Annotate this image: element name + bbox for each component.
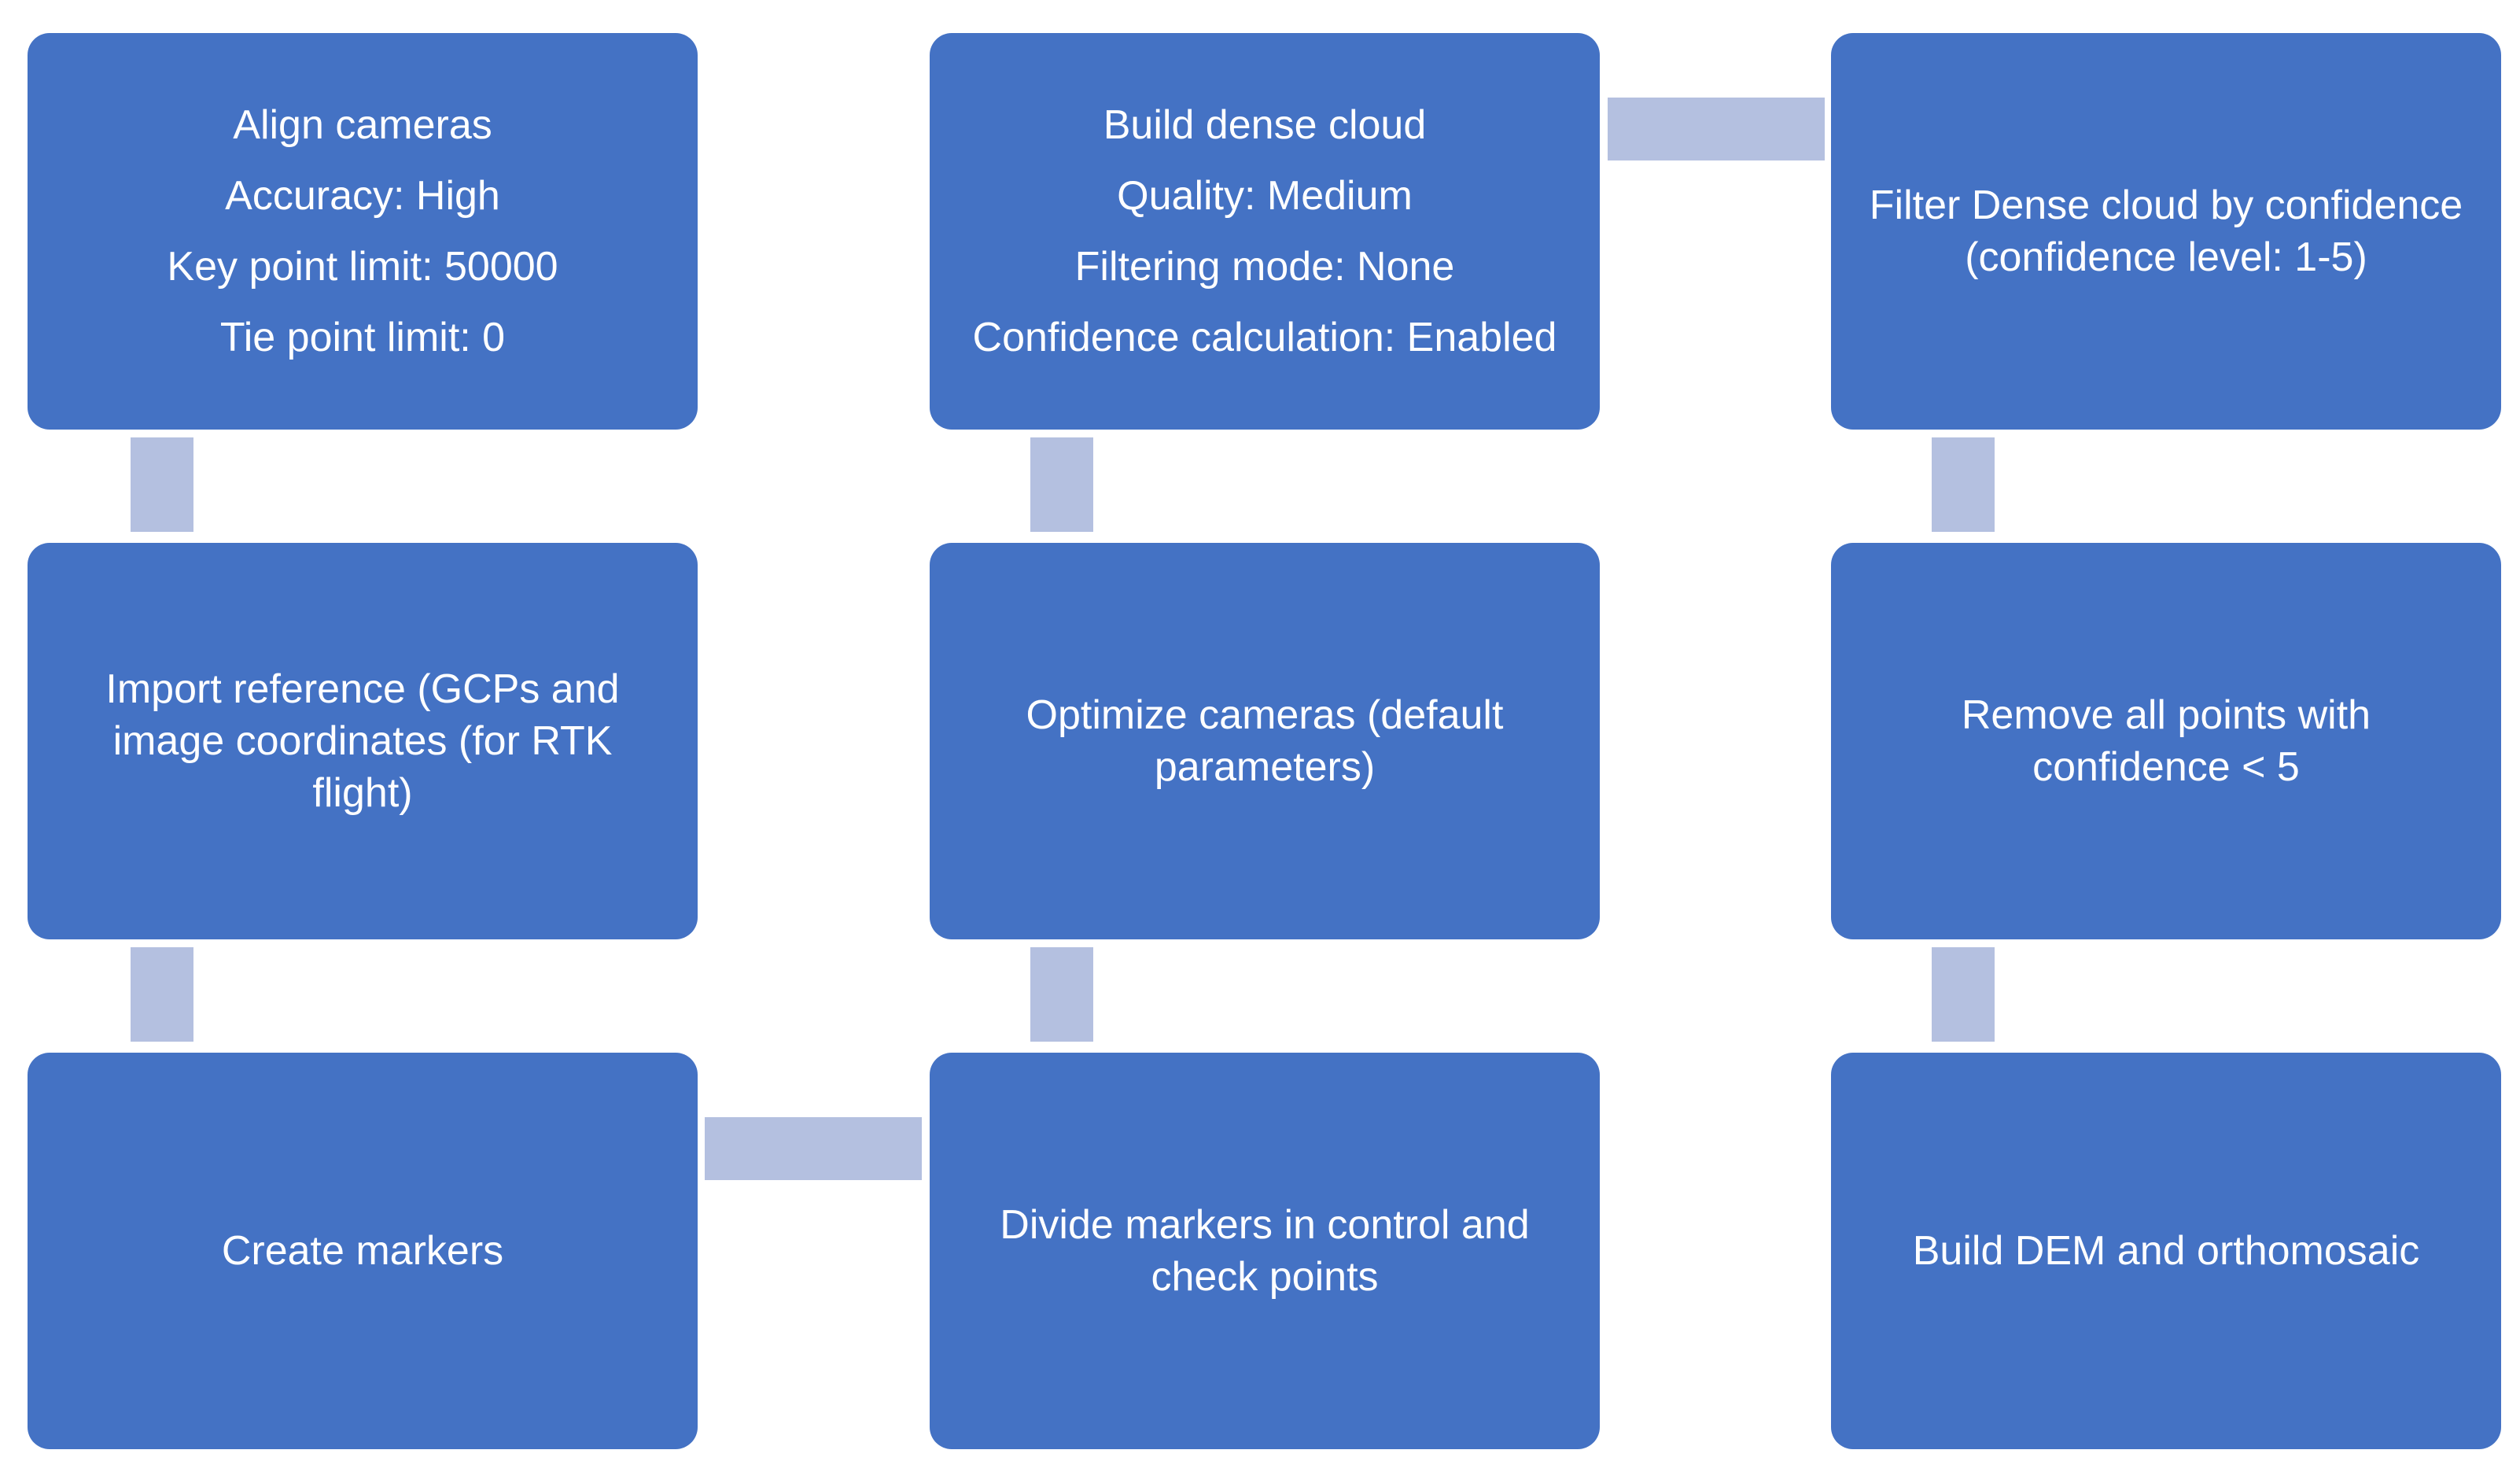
- connector-filter-to-remove: [1932, 437, 1995, 532]
- step-align-cameras-key-point-limit: Key point limit: 50000: [167, 244, 558, 290]
- connector-import-to-markers: [131, 947, 193, 1042]
- step-build-dem: Build DEM and orthomosaic: [1831, 1053, 2501, 1449]
- step-optimize-cameras-label: Optimize cameras (default parameters): [1026, 692, 1504, 790]
- step-build-dense-cloud-quality: Quality: Medium: [1117, 173, 1413, 219]
- step-divide-markers: Divide markers in control and check poin…: [930, 1053, 1600, 1449]
- step-remove-points-label: Remove all points with confidence < 5: [1961, 692, 2371, 790]
- connector-markers-to-divide: [705, 1117, 922, 1180]
- step-import-reference-label: Import reference (GCPs and image coordin…: [105, 666, 620, 816]
- step-create-markers-label: Create markers: [221, 1228, 504, 1274]
- step-build-dense-cloud-confidence: Confidence calculation: Enabled: [972, 315, 1557, 360]
- step-import-reference: Import reference (GCPs and image coordin…: [28, 543, 698, 939]
- connector-remove-to-dem: [1932, 947, 1995, 1042]
- connector-align-to-import: [131, 437, 193, 532]
- step-filter-dense-cloud-label: Filter Dense cloud by confidence (confid…: [1869, 183, 2463, 280]
- step-align-cameras-accuracy: Accuracy: High: [225, 173, 500, 219]
- connector-dense-to-filter: [1608, 98, 1825, 160]
- step-align-cameras-tie-point-limit: Tie point limit: 0: [219, 315, 506, 360]
- step-divide-markers-label: Divide markers in control and check poin…: [1000, 1202, 1530, 1300]
- step-build-dem-label: Build DEM and orthomosaic: [1912, 1228, 2420, 1274]
- connector-divide-to-optimize: [1030, 947, 1093, 1042]
- step-align-cameras-title: Align cameras: [233, 102, 492, 148]
- step-create-markers: Create markers: [28, 1053, 698, 1449]
- step-build-dense-cloud-filtering-mode: Filtering mode: None: [1074, 244, 1455, 290]
- connector-optimize-to-dense: [1030, 437, 1093, 532]
- step-remove-points: Remove all points with confidence < 5: [1831, 543, 2501, 939]
- step-optimize-cameras: Optimize cameras (default parameters): [930, 543, 1600, 939]
- step-align-cameras: Align cameras Accuracy: High Key point l…: [28, 33, 698, 430]
- step-build-dense-cloud: Build dense cloud Quality: Medium Filter…: [930, 33, 1600, 430]
- step-build-dense-cloud-title: Build dense cloud: [1103, 102, 1427, 148]
- step-filter-dense-cloud: Filter Dense cloud by confidence (confid…: [1831, 33, 2501, 430]
